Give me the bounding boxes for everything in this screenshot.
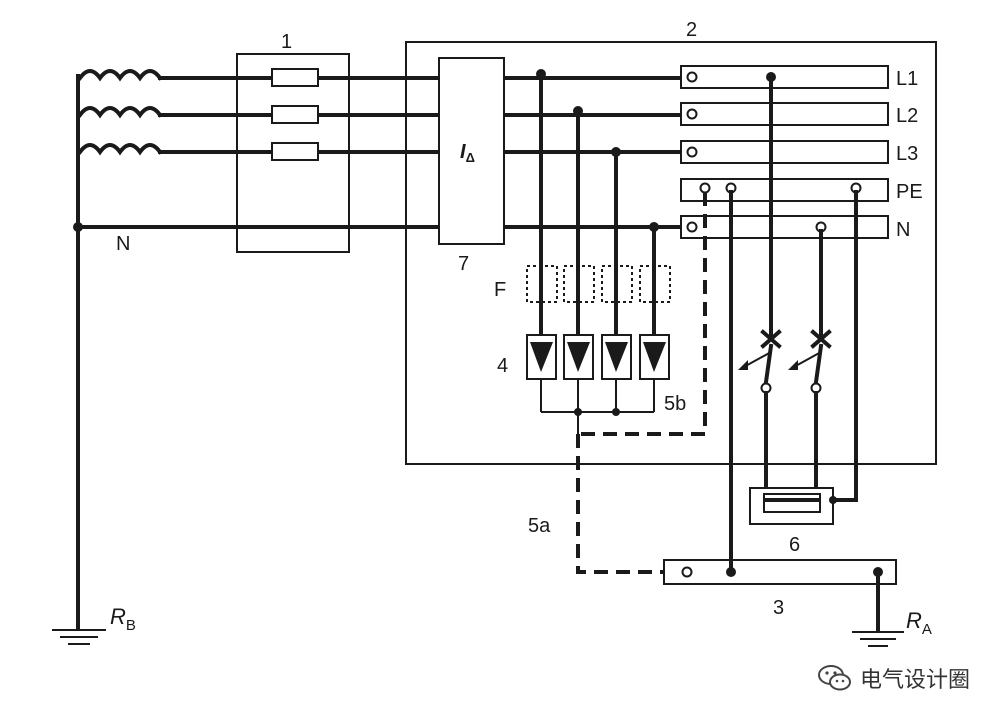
label-ra: RA [906,608,932,638]
label-box-1: 1 [281,31,292,53]
busbar-l1 [680,65,889,89]
label-fuse: F [494,279,506,301]
wechat-icon [818,665,851,691]
label-box-3: 3 [773,597,784,619]
rcd-symbol: IΔ [460,141,475,165]
enclosure-2 [405,41,937,465]
spd-4 [526,334,670,380]
label-spd: 4 [497,355,508,377]
conductor-5b [578,192,707,436]
fuse-box-4 [639,265,671,303]
fuse-l1 [271,68,319,87]
watermark: 电气设计圈 [818,662,970,694]
label-5a: 5a [528,515,551,537]
label-rcd-7: 7 [458,253,469,275]
switch-contacts [738,329,832,394]
busbar-label-l2: L2 [896,105,918,127]
conductor-5a [576,434,682,574]
label-5b: 5b [664,393,686,415]
busbar-label-pe: PE [896,181,923,203]
label-equipment-6: 6 [789,534,800,556]
fuse-box-1 [526,265,558,303]
busbar-label-l1: L1 [896,68,918,90]
busbar-l3 [680,140,889,164]
ground-rb-symbol [52,629,106,645]
transformer-coils [76,69,163,630]
ground-ra-symbol [852,631,904,647]
fuse-l3 [271,142,319,161]
busbar-label-n: N [896,219,910,241]
equipotential-bar-3 [663,559,897,585]
fuse-l2 [271,105,319,124]
label-neutral: N [116,233,130,255]
rcd-7 [438,57,505,245]
watermark-text: 电气设计圈 [860,668,971,693]
label-box-2: 2 [686,19,697,41]
busbar-label-l3: L3 [896,143,918,165]
busbar-l2 [680,102,889,126]
fuse-box-3 [601,265,633,303]
fuse-box-2 [563,265,595,303]
label-rb: RB [110,604,136,634]
